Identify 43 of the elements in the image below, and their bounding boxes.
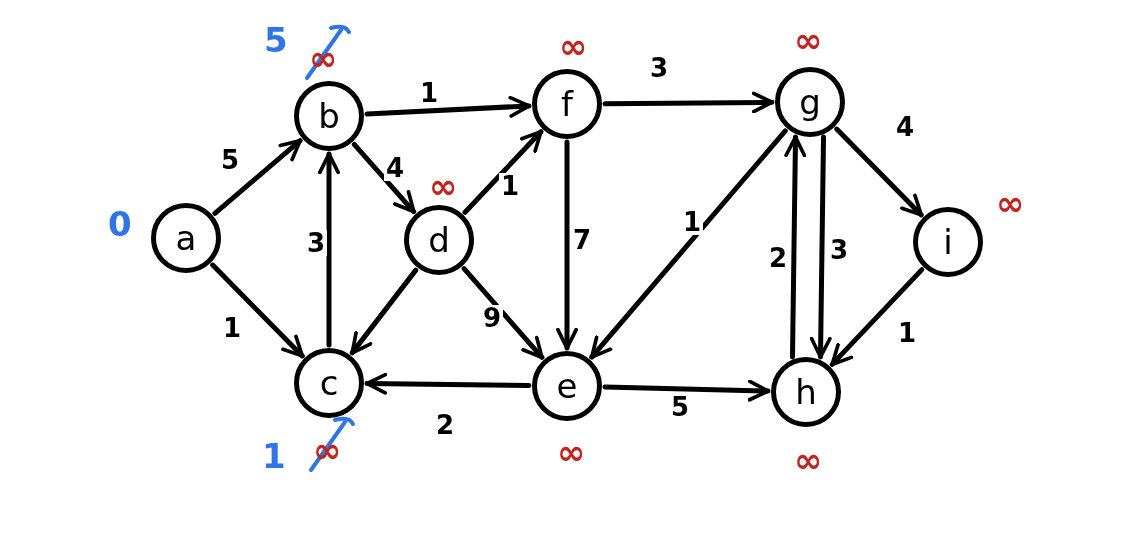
arrow bbox=[602, 379, 771, 402]
edge-label: 3 bbox=[305, 230, 328, 256]
distance-label: ∞ bbox=[794, 443, 823, 477]
arrow bbox=[210, 262, 305, 359]
arrow bbox=[349, 267, 419, 356]
arrow bbox=[364, 372, 532, 395]
graph-node bbox=[404, 205, 474, 275]
arrow bbox=[318, 151, 340, 348]
graph-node bbox=[294, 81, 364, 151]
arrow bbox=[461, 266, 545, 360]
node-label: e bbox=[556, 369, 578, 403]
arrow bbox=[351, 141, 417, 215]
node-label: f bbox=[561, 87, 573, 121]
distance-label: ∞ bbox=[559, 29, 588, 63]
node-label: g bbox=[799, 85, 821, 119]
arrow bbox=[364, 95, 532, 118]
graph-node bbox=[775, 67, 845, 137]
distance-label: ∞ bbox=[429, 169, 458, 203]
arrow bbox=[589, 128, 788, 360]
node-label: i bbox=[943, 225, 953, 259]
node-label: b bbox=[318, 99, 340, 133]
distance-label: ∞ bbox=[794, 23, 823, 57]
graph-node bbox=[151, 203, 221, 273]
distance-label: 1 bbox=[262, 439, 286, 473]
node-label: a bbox=[175, 221, 197, 255]
graph-node bbox=[532, 351, 602, 421]
arrow bbox=[829, 267, 925, 367]
arrow bbox=[462, 129, 544, 215]
distance-label: ∞ bbox=[996, 186, 1025, 220]
arrow bbox=[212, 138, 303, 216]
graph-node bbox=[913, 207, 983, 277]
distance-label: 0 bbox=[108, 207, 132, 241]
arrow bbox=[809, 134, 832, 360]
node-label: c bbox=[319, 366, 339, 400]
distance-label: 5 bbox=[264, 23, 288, 57]
arrow bbox=[602, 91, 775, 114]
distance-label: ∞ bbox=[557, 435, 586, 469]
graph-node bbox=[294, 348, 364, 418]
arrow bbox=[556, 139, 578, 351]
arrow bbox=[784, 134, 807, 360]
arrow bbox=[834, 126, 924, 218]
node-label: h bbox=[795, 375, 817, 409]
node-label: d bbox=[428, 223, 450, 257]
